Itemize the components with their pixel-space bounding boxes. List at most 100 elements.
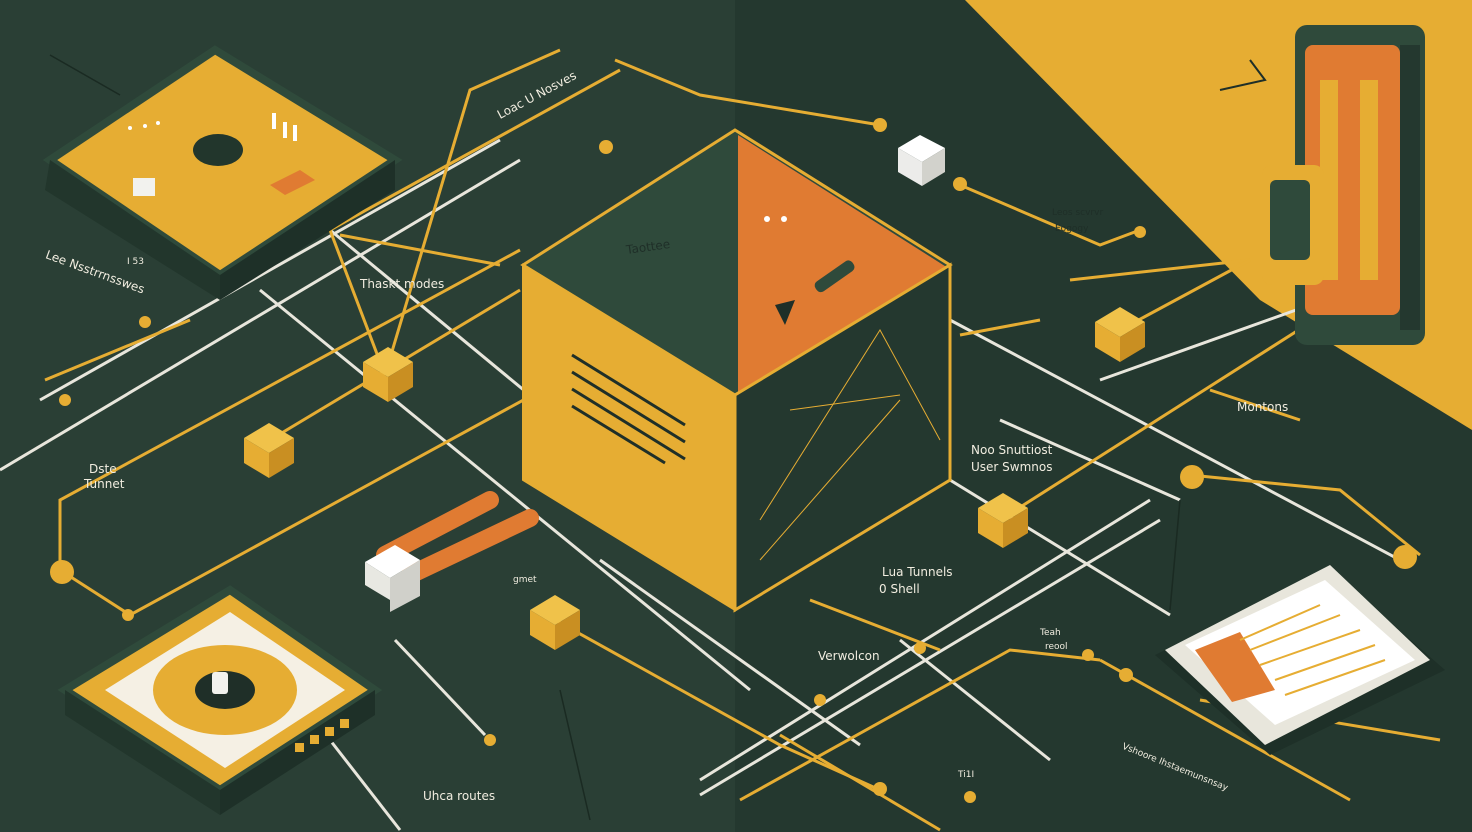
platform-button xyxy=(193,134,243,166)
tablet-lines xyxy=(1239,604,1386,696)
cube-node xyxy=(244,423,294,478)
cube-node xyxy=(978,493,1028,548)
label-right-mid-1: Noo Snuttiost xyxy=(971,443,1053,457)
yellow-line xyxy=(1189,473,1421,557)
white-line xyxy=(699,518,1161,797)
label-small-grid: gmet xyxy=(513,575,537,585)
label-tunnels-2: 0 Shell xyxy=(879,582,920,596)
tower-vents xyxy=(1320,80,1378,280)
router-port xyxy=(340,719,349,728)
tablet-line xyxy=(1239,604,1321,641)
white-line xyxy=(699,498,1151,782)
cable-connector xyxy=(365,491,539,612)
white-line xyxy=(949,478,1171,617)
router-right-side xyxy=(220,690,375,815)
yellow-line xyxy=(1099,658,1351,802)
cube-arrow-icon xyxy=(775,300,795,325)
label-bottom-left: Uhca routes xyxy=(423,789,496,803)
label-thanks-modes: Thaskt modes xyxy=(360,277,445,291)
white-cube-node xyxy=(898,135,945,186)
yellow-line xyxy=(739,648,1101,802)
platform-tool xyxy=(270,170,315,195)
label-verwolcon: Verwolcon xyxy=(818,649,880,663)
router-device xyxy=(57,585,383,815)
white-line xyxy=(393,638,487,737)
label-tunnels-1: Lua Tunnels xyxy=(882,565,953,579)
cube-right-face xyxy=(733,262,952,613)
connector-dots xyxy=(50,118,1417,803)
platform-dot xyxy=(128,126,132,130)
cube-line xyxy=(571,353,686,427)
cube-node xyxy=(530,595,580,650)
cube-line xyxy=(571,387,686,461)
white-line xyxy=(599,558,861,747)
tablet-orange-block xyxy=(1195,632,1275,702)
yellow-line xyxy=(339,233,501,267)
yellow-line xyxy=(58,248,521,570)
plug-side xyxy=(365,562,390,600)
yellow-line xyxy=(779,733,941,832)
tablet-line xyxy=(1259,629,1361,666)
top-left-platform xyxy=(42,45,403,300)
cube-node xyxy=(1095,307,1145,362)
yellow-line xyxy=(1069,258,1251,282)
graph-line xyxy=(759,399,901,561)
yellow-line xyxy=(44,318,191,382)
tablet-document xyxy=(1155,565,1445,755)
label-data-tunnel-2: Tunnet xyxy=(84,477,125,491)
thin-lines xyxy=(49,54,1181,821)
yellow-line xyxy=(809,598,941,652)
platform-mark xyxy=(283,122,287,138)
label-bottom-center: Ti1I xyxy=(958,770,975,780)
cube-text-lines xyxy=(571,353,686,465)
label-tech-1: Teah xyxy=(1040,628,1061,638)
cube-graph-lines xyxy=(759,329,941,561)
yellow-line xyxy=(1119,258,1251,332)
white-line xyxy=(999,418,1181,502)
cube-pen-icon xyxy=(814,260,855,293)
label-data-tunnel-1: Dste xyxy=(89,462,117,476)
white-line xyxy=(39,138,501,402)
cube-dot xyxy=(781,216,787,222)
router-port xyxy=(325,727,334,736)
tablet-line xyxy=(1274,644,1376,681)
graph-line xyxy=(759,329,941,521)
label-tech-2: reool xyxy=(1045,642,1068,652)
white-connection-lines xyxy=(0,138,1401,831)
platform-chip xyxy=(133,178,155,196)
platform-mark xyxy=(293,125,297,141)
label-monitors: Montons xyxy=(1237,400,1289,414)
white-line xyxy=(259,288,751,692)
cube-node xyxy=(363,347,413,402)
router-knob xyxy=(212,672,228,694)
label-left-device-code: I 53 xyxy=(127,257,144,267)
plug-front xyxy=(390,560,420,612)
tablet-line xyxy=(1284,659,1386,696)
cube-dot xyxy=(764,216,770,222)
orange-cable xyxy=(376,491,499,564)
cube-line xyxy=(571,370,686,444)
yellow-line xyxy=(999,308,1331,522)
thin-line xyxy=(1169,499,1181,611)
label-right-top-1: Leos scvrvr xyxy=(1052,208,1104,218)
orange-cable xyxy=(401,509,539,584)
white-line xyxy=(328,739,402,831)
thin-line xyxy=(49,54,121,96)
platform-dot xyxy=(143,124,147,128)
yellow-line xyxy=(1209,388,1301,422)
router-port xyxy=(295,743,304,752)
white-line xyxy=(899,638,1051,762)
tower-module-screen xyxy=(1270,180,1310,260)
router-left-side xyxy=(65,690,220,815)
platform-dot xyxy=(156,121,160,125)
cube-nodes xyxy=(244,135,1145,650)
platform-left-side xyxy=(45,160,220,300)
tower-spark-icon xyxy=(1219,59,1267,91)
white-line xyxy=(329,228,561,422)
cube-line xyxy=(571,404,666,465)
graph-line xyxy=(789,394,901,411)
thin-line xyxy=(559,689,591,821)
central-server-cube xyxy=(520,128,953,613)
